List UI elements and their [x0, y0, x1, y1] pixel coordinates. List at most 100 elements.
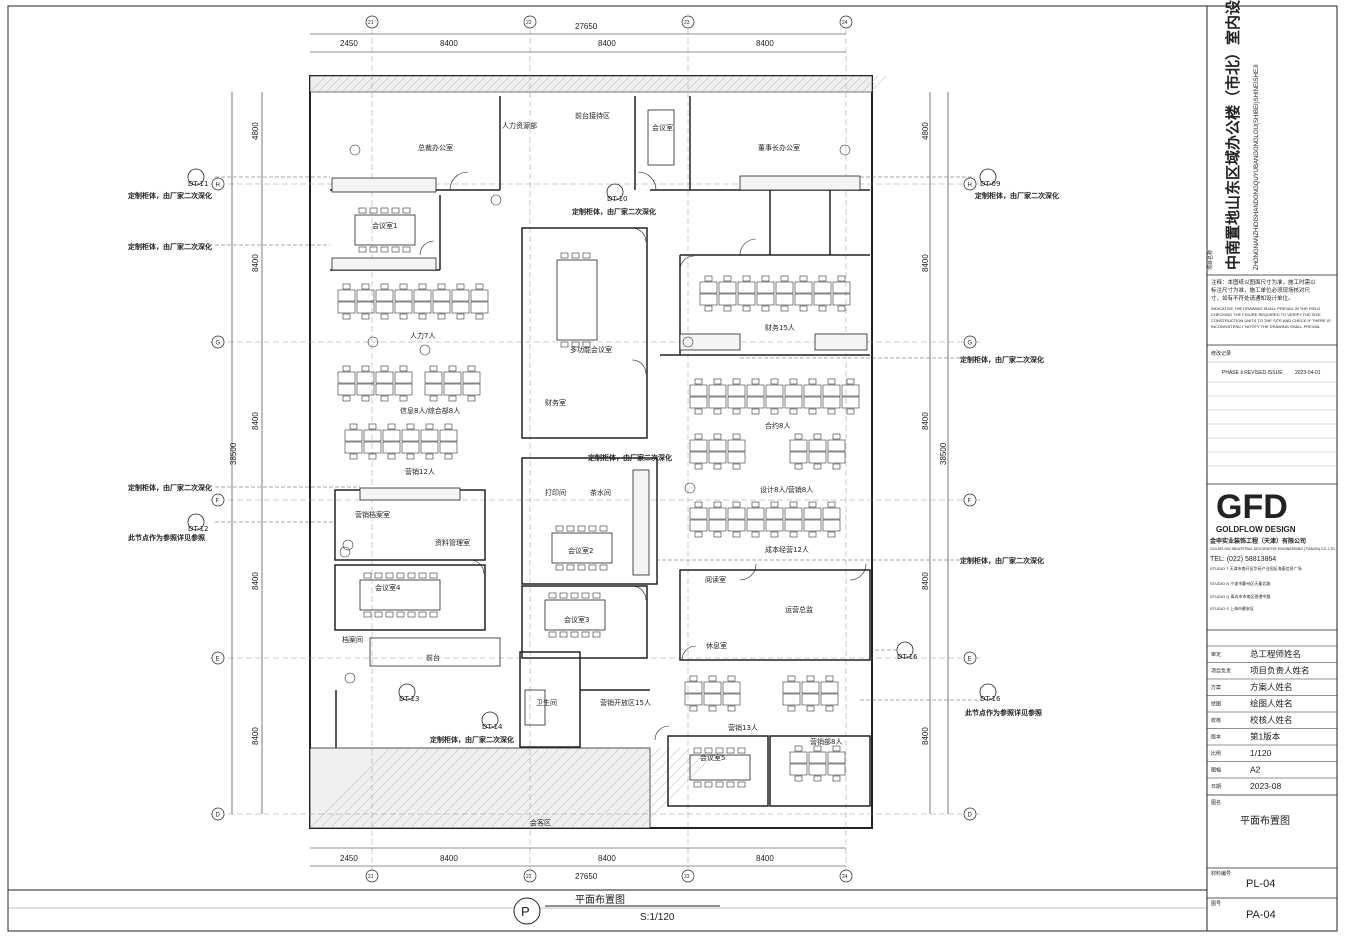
dimension-text: 2450	[340, 854, 358, 863]
room-label: 会议室	[652, 123, 673, 132]
dimension-total: 38500	[939, 442, 948, 465]
plan-note: 定制柜体，由厂家二次深化	[430, 735, 514, 744]
note-line: 标注尺寸为准，施工单位必须现场核对尺	[1211, 286, 1311, 294]
room-label: 多功能会议室	[570, 345, 612, 354]
room-label: 阅读室	[705, 575, 726, 584]
studio-line: STUDIO Q 青岛市市南区香港中路	[1210, 593, 1270, 599]
signature-label: 方案	[1211, 684, 1221, 691]
dimension-text: 8400	[598, 39, 616, 48]
dimension-total: 27650	[575, 22, 598, 31]
room-label: 财务15人	[765, 323, 795, 332]
room-label: 打印间	[545, 488, 566, 497]
room-label: 前台接待区	[575, 111, 610, 120]
callout-label: DT-12	[188, 525, 208, 533]
logo-mark: GFD	[1216, 488, 1288, 526]
room-label: 营销开放区15人	[600, 698, 651, 707]
signature-label: 日期	[1211, 784, 1221, 790]
footer-title: 平面布置图	[575, 894, 625, 906]
footer-scale: S:1/120	[640, 912, 675, 923]
dimension-total: 38500	[229, 442, 238, 465]
callout-label: DT-09	[980, 180, 1000, 188]
room-label: 休息室	[706, 641, 727, 650]
signature-value: 校核人姓名	[1250, 715, 1293, 725]
revision-entry: PHASE Ⅱ REVISED ISSUE	[1222, 370, 1283, 376]
room-label: 会议室1	[372, 221, 397, 230]
room-label: 总裁办公室	[418, 143, 453, 152]
dimension-text: 8400	[921, 254, 930, 272]
drawing-name-label: 图名	[1211, 799, 1221, 806]
grid-row-label: G	[968, 341, 973, 347]
room-label: 会议室5	[700, 753, 725, 762]
revision-date: 2023-04-01	[1295, 370, 1321, 376]
signature-label: 审定	[1211, 651, 1221, 658]
dimension-text: 8400	[251, 572, 260, 590]
grid-column-label: 24	[842, 874, 848, 880]
room-label: 信息8人/综合部8人	[400, 406, 460, 415]
room-label: 前台	[426, 653, 440, 662]
room-label: 人力资源部	[502, 121, 537, 130]
plan-note: 定制柜体，由厂家二次深化	[128, 191, 212, 200]
plan-note: 定制柜体，由厂家二次深化	[572, 207, 656, 216]
room-label: 成本经营12人	[765, 545, 809, 554]
project-label: 项目名称	[1207, 250, 1214, 270]
grid-column-label: 21	[368, 874, 374, 880]
floor-plan	[210, 20, 980, 880]
title-block: 项目名称 中南置地山东区域办公楼（市北）室内设计 ZHONGNANZHIDISH…	[1207, 0, 1337, 921]
signature-value: 第1版本	[1250, 732, 1281, 742]
sheet-border	[7, 5, 1338, 932]
material-no: PL-04	[1246, 878, 1275, 890]
dimension-text: 8400	[251, 727, 260, 745]
room-label: 董事长办公室	[758, 143, 800, 152]
note-en-line: CHECKING THE FIGURE REQUIRED TO VERIFY T…	[1211, 312, 1321, 317]
dimension-text: 8400	[251, 412, 260, 430]
company-brand: GOLDFLOW DESIGN	[1216, 525, 1296, 534]
dimension-text: 8400	[440, 39, 458, 48]
dimension-text: 8400	[756, 854, 774, 863]
dimension-text: 8400	[251, 254, 260, 272]
grid-row-label: E	[216, 657, 220, 663]
grid-row-label: H	[216, 183, 220, 189]
room-label: 财务室	[545, 398, 566, 407]
signature-value: 项目负责人姓名	[1250, 666, 1310, 676]
room-label: 档案间	[342, 635, 363, 644]
plan-note: 定制柜体，由厂家二次深化	[975, 191, 1059, 200]
signature-value: 1/120	[1250, 748, 1272, 758]
drawing-name: 平面布置图	[1240, 815, 1290, 827]
studio-line: STUDIO T 天津市南开区华苑产业园区海泰信息广场	[1210, 565, 1302, 571]
grid-row-label: D	[968, 813, 973, 819]
grid-column-label: 21	[368, 20, 374, 26]
room-label: 卫生间	[536, 698, 557, 707]
drawing-footer: P 平面布置图 S:1/120	[513, 894, 720, 925]
company-tel: TEL: (022) 58813864	[1210, 556, 1276, 563]
dimension-text: 8400	[598, 854, 616, 863]
grid-column-label: 23	[684, 874, 690, 880]
signature-label: 项目负责	[1211, 668, 1231, 675]
project-title: 中南置地山东区域办公楼（市北）室内设计	[1224, 0, 1242, 270]
room-label: 会客区	[530, 818, 551, 827]
dimension-text: 8400	[756, 39, 774, 48]
room-label: 人力7人	[410, 331, 435, 340]
signature-value: 绘图人姓名	[1250, 699, 1293, 709]
callout-markers	[187, 168, 997, 729]
grid-row-label: G	[216, 341, 221, 347]
plan-note: 此节点作为参照详见参照	[128, 533, 205, 542]
footer-symbol: P	[521, 904, 530, 919]
room-label: 资料管理室	[435, 538, 470, 547]
plan-note: 定制柜体，由厂家二次深化	[960, 556, 1044, 565]
grid-column-label: 22	[526, 874, 532, 880]
company-name: 金申实业装饰工程（天津）有限公司	[1209, 537, 1306, 545]
room-label: 茶水间	[590, 488, 611, 497]
signature-value: 总工程师姓名	[1250, 649, 1301, 659]
dimension-text: 8400	[921, 572, 930, 590]
dimension-text: 8400	[440, 854, 458, 863]
room-label: 会议室4	[375, 583, 401, 592]
signature-label: 版本	[1211, 734, 1221, 741]
room-label: 营销12人	[405, 467, 435, 476]
grid-row-label: F	[216, 499, 220, 505]
dimension-lines	[231, 33, 949, 867]
room-label: 运营总监	[785, 605, 813, 614]
signature-label: 图幅	[1211, 767, 1221, 774]
dimension-text: 4800	[921, 122, 930, 140]
room-label: 会议室3	[564, 615, 589, 624]
